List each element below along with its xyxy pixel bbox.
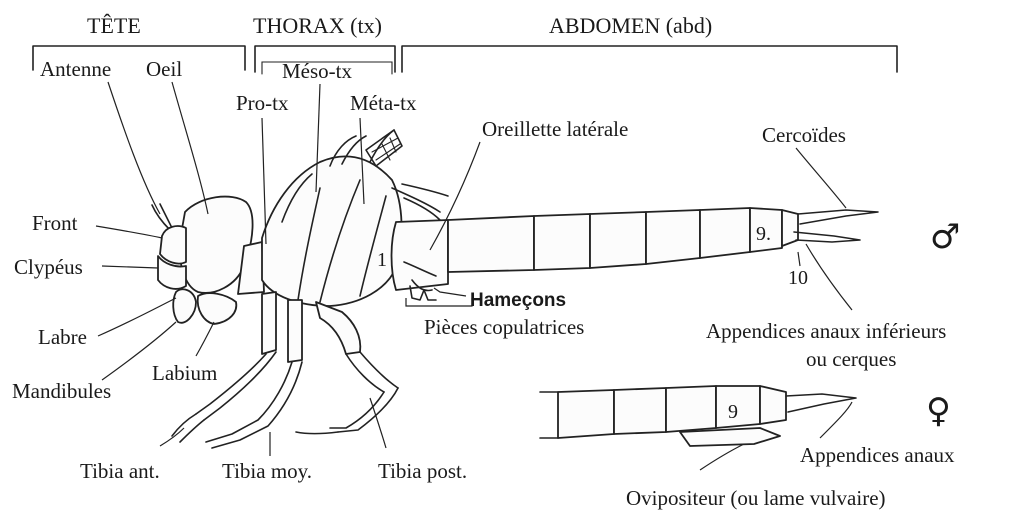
female-symbol-icon: ♀ [926, 391, 951, 431]
label-labre: Labre [38, 325, 87, 349]
section-head-title: TÊTE [87, 13, 141, 38]
label-ovipositeur: Ovipositeur (ou lame vulvaire) [626, 486, 886, 510]
label-appendices-anaux: Appendices anaux [800, 443, 955, 467]
label-meso-tx: Méso-tx [282, 59, 352, 83]
label-oreillette: Oreillette latérale [482, 117, 628, 141]
segment-number-9-male: 9. [756, 223, 771, 245]
label-cercoides: Cercoïdes [762, 123, 846, 147]
label-mandibules: Mandibules [12, 379, 111, 403]
label-tibia-ant: Tibia ant. [80, 459, 160, 483]
section-thorax-title: THORAX (tx) [253, 13, 382, 38]
label-tibia-moy: Tibia moy. [222, 459, 312, 483]
abdomen-female [540, 386, 856, 446]
label-pieces-copulatrices: Pièces copulatrices [424, 315, 584, 339]
label-pro-tx: Pro-tx [236, 91, 289, 115]
head [152, 197, 264, 324]
segment-number-9-female: 9 [728, 401, 738, 423]
label-clypeus: Clypéus [14, 255, 83, 279]
abdomen-bracket [402, 46, 897, 72]
label-meta-tx: Méta-tx [350, 91, 417, 115]
label-appendices-inferieurs-1: Appendices anaux inférieurs [706, 319, 946, 343]
label-appendices-inferieurs-2: ou cerques [806, 347, 896, 371]
male-symbol-icon: ♂ [930, 217, 960, 257]
label-hamecons: Hameçons [470, 290, 566, 311]
label-oeil: Oeil [146, 57, 182, 81]
label-labium: Labium [152, 361, 217, 385]
segment-number-10: 10 [788, 267, 808, 289]
label-antenne: Antenne [40, 57, 111, 81]
label-tibia-post: Tibia post. [378, 459, 467, 483]
segment-number-1: 1 [377, 249, 387, 271]
label-front: Front [32, 211, 78, 235]
section-abdomen-title: ABDOMEN (abd) [549, 13, 712, 38]
